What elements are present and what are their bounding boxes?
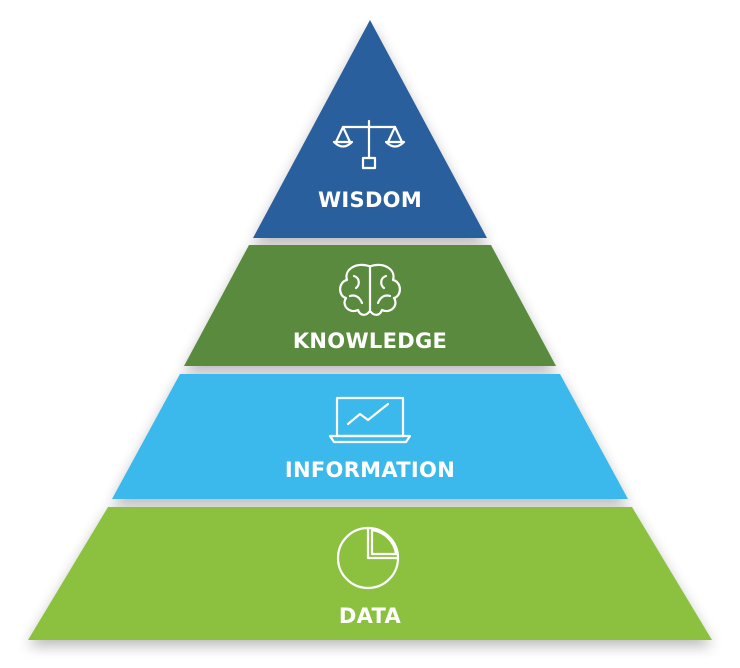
tier-data-band — [28, 507, 712, 640]
pie-chart-icon — [336, 526, 400, 590]
laptop-chart-icon — [328, 396, 412, 444]
tier-knowledge: KNOWLEDGE — [184, 245, 556, 366]
tier-information: INFORMATION — [112, 374, 628, 499]
tier-data-label: DATA — [339, 604, 402, 628]
tier-data: DATA — [28, 507, 712, 640]
balance-scale-icon — [332, 119, 406, 170]
tier-wisdom-label: WISDOM — [318, 188, 422, 212]
tier-knowledge-label: KNOWLEDGE — [293, 329, 447, 353]
brain-icon — [339, 263, 401, 316]
tier-wisdom: WISDOM — [253, 20, 487, 238]
tier-information-label: INFORMATION — [285, 458, 455, 482]
